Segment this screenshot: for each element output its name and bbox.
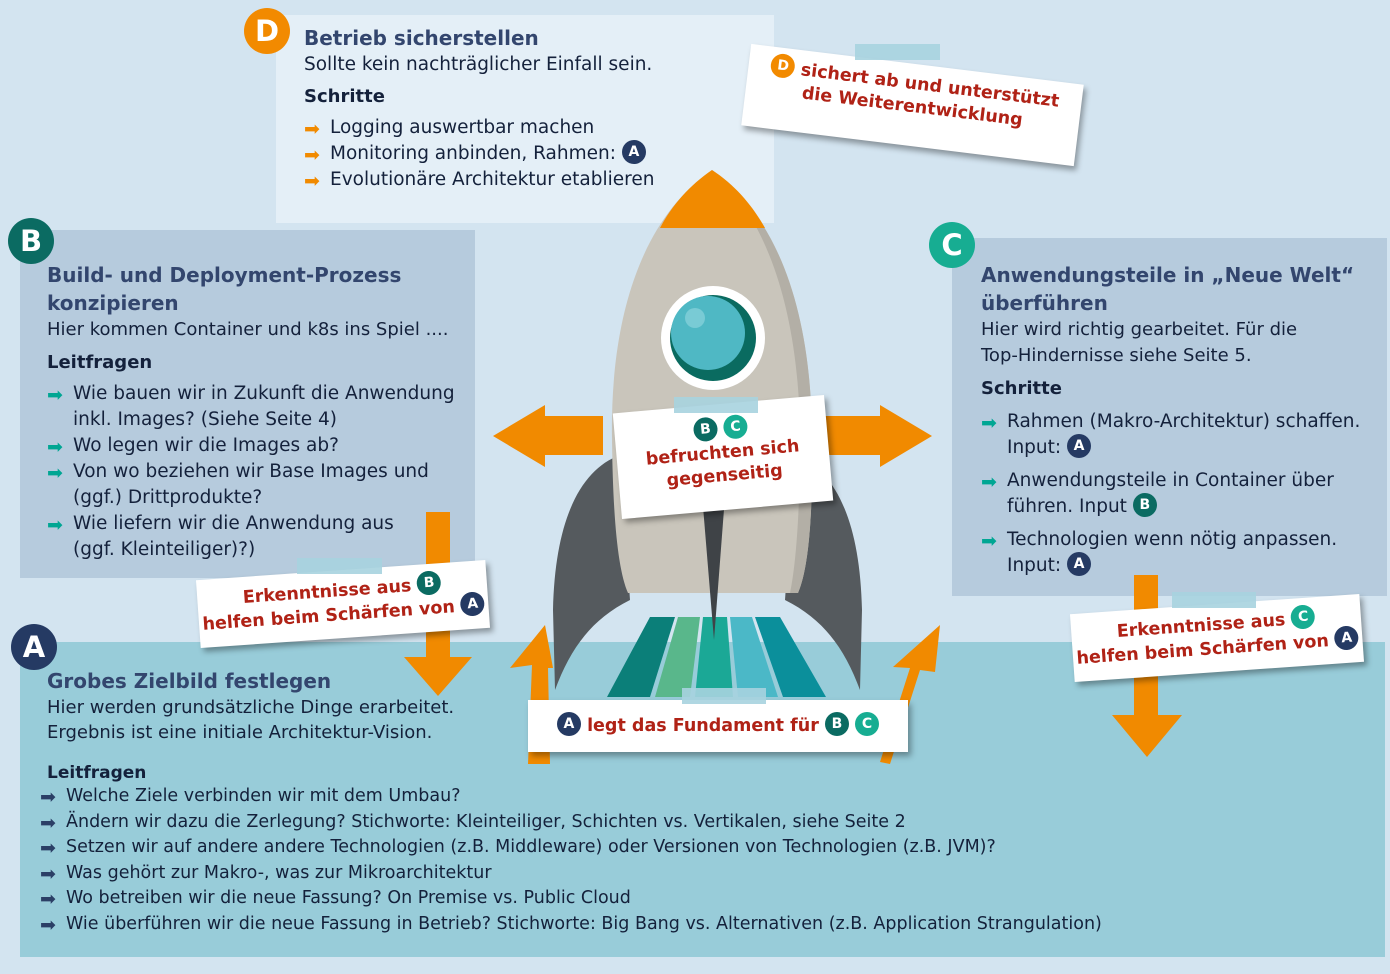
rocket-nose (660, 170, 765, 228)
c-note-tape (1172, 592, 1256, 608)
list-item: ➡Logging auswertbar machen (304, 117, 595, 140)
right-arrow-icon: ➡ (981, 471, 997, 493)
section-a-badge: A (11, 624, 57, 670)
list-item: ➡Ändern wir dazu die Zerlegung? Stichwor… (40, 810, 1367, 836)
list-item: ➡Wie überführen wir die neue Fassung in … (40, 912, 1367, 938)
section-a-questions-heading: Leitfragen (47, 763, 147, 783)
right-arrow-icon: ➡ (304, 118, 320, 140)
right-arrow-icon: ➡ (304, 144, 320, 166)
right-arrow-icon: ➡ (47, 514, 63, 536)
flame-2 (655, 617, 700, 697)
flame-3 (695, 617, 733, 697)
list-item: ➡Technologien wenn nötig anpassen.Input:… (981, 529, 1338, 576)
a-note: A legt das Fundament für B C (528, 700, 908, 752)
section-c-steps: ➡Rahmen (Makro-Architektur) schaffen.Inp… (981, 409, 1381, 579)
right-arrow-icon: ➡ (40, 811, 56, 834)
right-arrow-icon: ➡ (981, 530, 997, 552)
section-a-questions: ➡Welche Ziele verbinden wir mit dem Umba… (40, 784, 1367, 937)
flame-4 (730, 617, 778, 697)
list-item: ➡Setzen wir auf andere andere Technologi… (40, 835, 1367, 861)
section-d-title: Betrieb sicherstellen (304, 26, 539, 50)
section-b-subtitle: Hier kommen Container und k8s ins Spiel … (47, 319, 449, 340)
rocket-left-fin (553, 455, 630, 690)
right-arrow-icon: ➡ (47, 436, 63, 458)
section-d-subtitle: Sollte kein nachträglicher Einfall sein. (304, 54, 653, 75)
section-b-title: Build- und Deployment-Prozess konzipiere… (47, 263, 402, 315)
rocket-center-fin (700, 470, 727, 640)
section-d-steps-heading: Schritte (304, 86, 385, 107)
right-arrow-icon: ➡ (47, 384, 63, 406)
section-b-badge: B (8, 218, 54, 264)
badge-b: B (692, 416, 719, 443)
d-note-tape (855, 44, 940, 60)
badge-a: A (621, 140, 646, 164)
right-arrow-icon: ➡ (304, 170, 320, 192)
right-arrow-icon: ➡ (47, 462, 63, 484)
flame-1 (607, 617, 675, 697)
badge-d: D (769, 52, 797, 80)
badge-a: A (459, 591, 486, 617)
right-arrow-icon: ➡ (40, 786, 56, 808)
section-b-content: Build- und Deployment-Prozess konzipiere… (47, 261, 472, 563)
section-a-questions-block: Leitfragen ➡Welche Ziele verbinden wir m… (40, 762, 1367, 937)
badge-c: C (855, 712, 880, 736)
b-note-tape (297, 558, 382, 574)
list-item: ➡Wie liefern wir die Anwendung aus(ggf. … (47, 513, 394, 560)
list-item: ➡Evolutionäre Architektur etablieren (304, 169, 655, 192)
section-a-subtitle: Hier werden grundsätzliche Dinge erarbei… (47, 697, 455, 743)
badge-a: A (1067, 552, 1092, 576)
section-c-badge: C (929, 222, 975, 268)
list-item: ➡Monitoring anbinden, Rahmen: A (304, 140, 764, 167)
badge-b: B (1132, 493, 1157, 517)
section-d-steps: ➡Logging auswertbar machen ➡Monitoring a… (304, 115, 764, 193)
section-c-panel (952, 238, 1387, 596)
a-note-tape (682, 688, 766, 704)
bc-note: B C befruchten sich gegenseitig (612, 394, 834, 520)
badge-b: B (416, 570, 443, 596)
section-c-steps-heading: Schritte (981, 378, 1062, 399)
badge-c: C (1290, 604, 1317, 630)
right-arrow-icon: ➡ (981, 412, 997, 434)
right-arrow-icon: ➡ (40, 888, 56, 910)
list-item: ➡Welche Ziele verbinden wir mit dem Umba… (40, 784, 1367, 810)
badge-b: B (824, 712, 849, 736)
badge-a: A (1333, 625, 1360, 651)
b-down-arrow (404, 512, 472, 696)
section-d-content: Betrieb sicherstellen Sollte kein nachtr… (304, 24, 764, 193)
list-item: ➡Wo legen wir die Images ab? (47, 435, 339, 458)
section-a-header: Grobes Zielbild festlegen Hier werden gr… (47, 667, 527, 745)
section-b-panel (20, 230, 475, 578)
section-c-content: Anwendungsteile in „Neue Welt“ überführe… (981, 261, 1381, 579)
section-b-questions-heading: Leitfragen (47, 352, 153, 373)
list-item: ➡Wo betreiben wir die neue Fassung? On P… (40, 886, 1367, 912)
badge-a: A (556, 712, 581, 736)
right-arrow-icon: ➡ (40, 837, 56, 859)
list-item: ➡Von wo beziehen wir Base Images und(ggf… (47, 461, 429, 508)
badge-c: C (722, 413, 749, 440)
flame-5 (755, 617, 826, 697)
right-arrow-shape (825, 405, 932, 467)
section-d-badge: D (244, 8, 290, 54)
badge-a: A (1067, 434, 1092, 458)
section-c-title: Anwendungsteile in „Neue Welt“ überführe… (981, 263, 1355, 315)
section-a-title: Grobes Zielbild festlegen (47, 669, 332, 693)
right-arrow-icon: ➡ (40, 913, 56, 936)
section-c-subtitle: Hier wird richtig gearbeitet. Für die To… (981, 319, 1298, 366)
list-item: ➡Rahmen (Makro-Architektur) schaffen.Inp… (981, 411, 1361, 458)
right-arrow-icon: ➡ (40, 862, 56, 885)
list-item: ➡Was gehört zur Makro-, was zur Mikroarc… (40, 861, 1367, 887)
bc-note-tape (674, 397, 758, 413)
